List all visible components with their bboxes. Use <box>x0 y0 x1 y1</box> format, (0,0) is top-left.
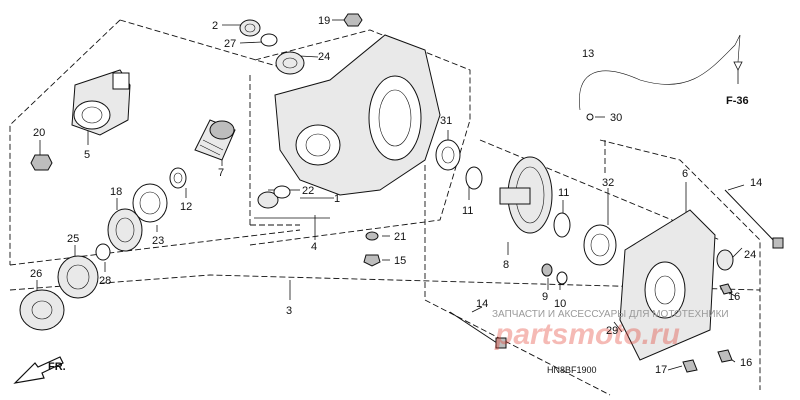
callout-14: 14 <box>750 177 762 189</box>
diagram-code: HN8BF1900 <box>547 365 597 375</box>
callout-4: 4 <box>311 241 317 253</box>
front-arrow-icon <box>13 356 64 384</box>
callout-3: 3 <box>286 305 292 317</box>
watermark-logo: partsmoto.ru <box>494 318 680 351</box>
callouts: 2 27 19 24 13 30 20 5 7 31 22 1 18 12 11… <box>30 15 762 376</box>
callout-27: 27 <box>224 38 236 50</box>
callout-26: 26 <box>30 268 42 280</box>
front-label: FR. <box>48 361 66 373</box>
callout-20: 20 <box>33 127 45 139</box>
callout-7: 7 <box>218 167 224 179</box>
reference-label: F-36 <box>726 95 749 107</box>
watermark: ЗАПЧАСТИ И АКСЕССУАРЫ ДЛЯ МОТОТЕХНИКИ pa… <box>492 309 729 351</box>
callout-5: 5 <box>84 149 90 161</box>
callout-17: 17 <box>655 364 667 376</box>
callout-11: 11 <box>462 205 473 217</box>
callout-16: 16 <box>728 291 740 303</box>
callout-32: 32 <box>602 177 614 189</box>
parts <box>19 13 784 373</box>
callout-8: 8 <box>503 259 509 271</box>
callout-29: 29 <box>606 325 618 337</box>
callout-22: 22 <box>302 185 314 197</box>
callout-1: 1 <box>334 193 340 205</box>
callout-31: 31 <box>440 115 452 127</box>
callout-19: 19 <box>318 15 330 27</box>
callout-16b: 16 <box>740 357 752 369</box>
watermark-text: ЗАПЧАСТИ И АКСЕССУАРЫ ДЛЯ МОТОТЕХНИКИ <box>492 309 729 320</box>
callout-28: 28 <box>99 275 111 287</box>
callout-11b: 11 <box>558 187 569 199</box>
callout-23: 23 <box>152 235 164 247</box>
callout-2: 2 <box>212 20 218 32</box>
callout-6: 6 <box>682 168 688 180</box>
front-indicator: FR. <box>13 356 66 384</box>
callout-14b: 14 <box>476 298 488 310</box>
callout-12: 12 <box>180 201 192 213</box>
callout-13: 13 <box>582 48 594 60</box>
callout-10: 10 <box>554 298 566 310</box>
callout-25: 25 <box>67 233 79 245</box>
callout-9: 9 <box>542 291 548 303</box>
callout-30: 30 <box>610 112 622 124</box>
callout-21: 21 <box>394 231 406 243</box>
callout-15: 15 <box>394 255 406 267</box>
callout-24: 24 <box>318 51 330 63</box>
callout-18: 18 <box>110 186 122 198</box>
callout-24b: 24 <box>744 249 756 261</box>
